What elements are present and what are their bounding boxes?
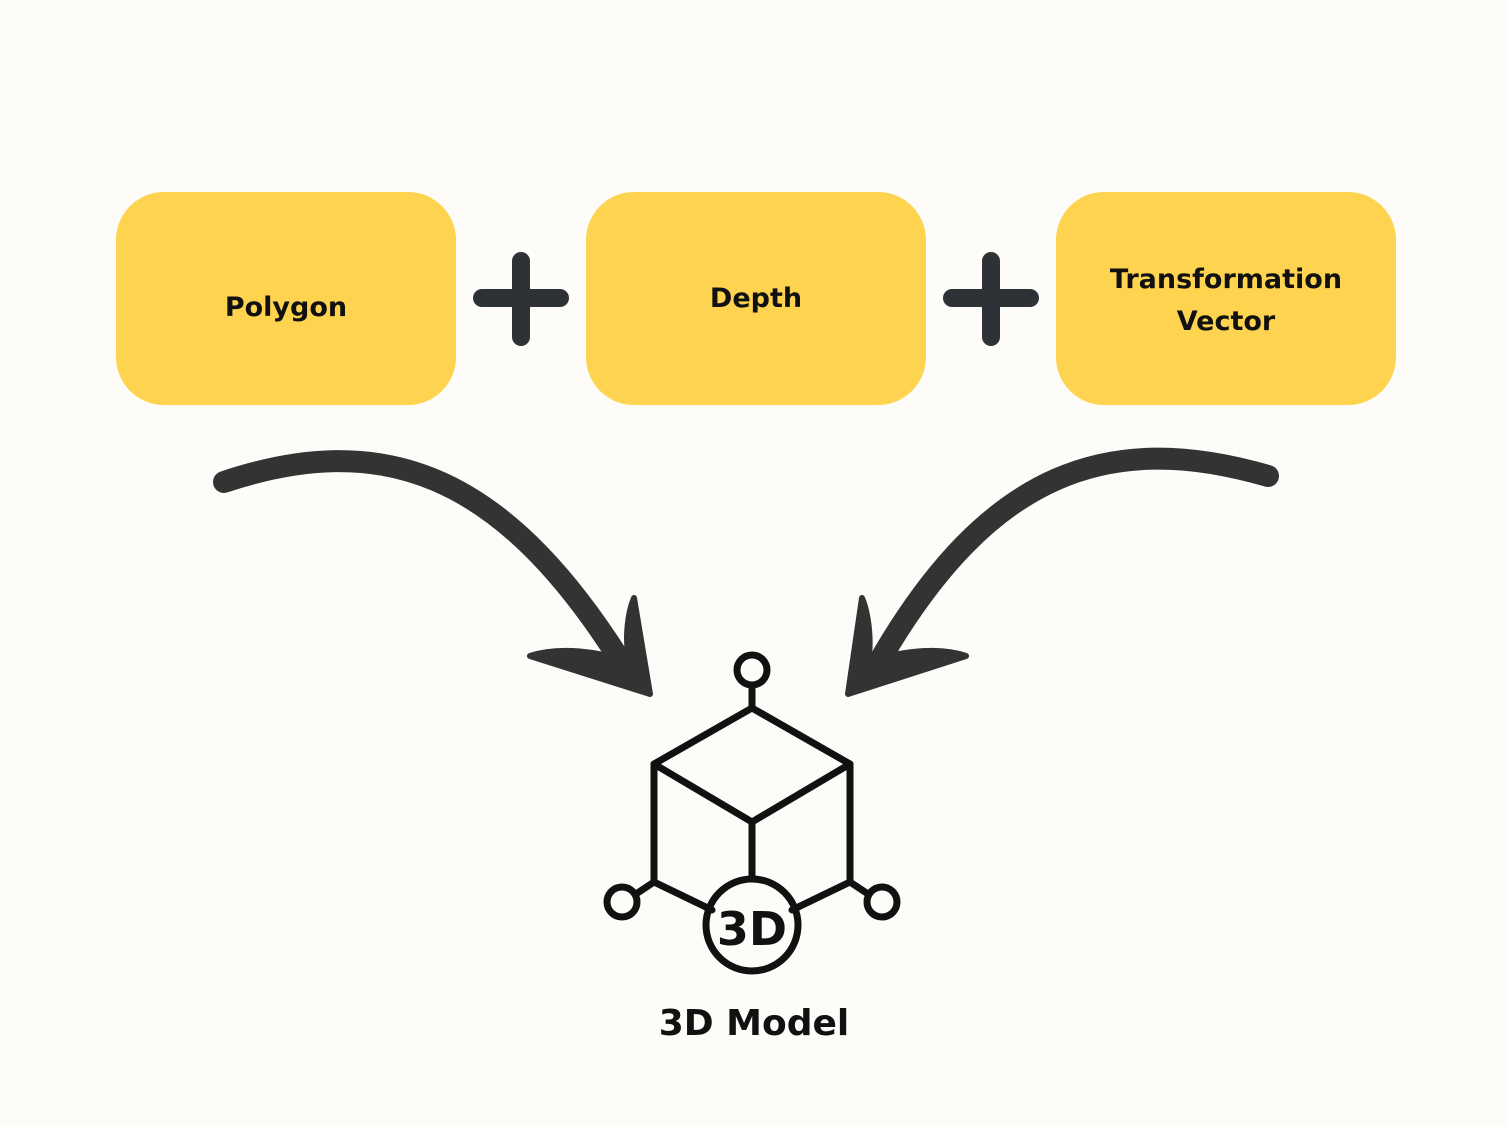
curved-arrow-icon [213, 450, 653, 697]
plus-icon [943, 252, 1039, 346]
3d-cube-icon [603, 651, 901, 975]
input-box-transformation-vector: Transformation Vector [1056, 192, 1396, 405]
input-label-polygon: Polygon [224, 291, 348, 323]
input-label-line-1: Transformation [1109, 263, 1343, 295]
plus-icon [473, 252, 569, 346]
curved-arrow-icon [845, 447, 1279, 697]
input-label-depth: Depth [709, 282, 803, 314]
input-label-line-2: Vector [1176, 305, 1276, 337]
output-label: 3D Model [658, 1003, 850, 1044]
cube-badge-text: 3D [717, 902, 787, 956]
input-label-transformation-vector: Transformation Vector [1110, 255, 1342, 343]
input-box-polygon: Polygon [116, 192, 456, 405]
input-box-depth: Depth [586, 192, 926, 405]
